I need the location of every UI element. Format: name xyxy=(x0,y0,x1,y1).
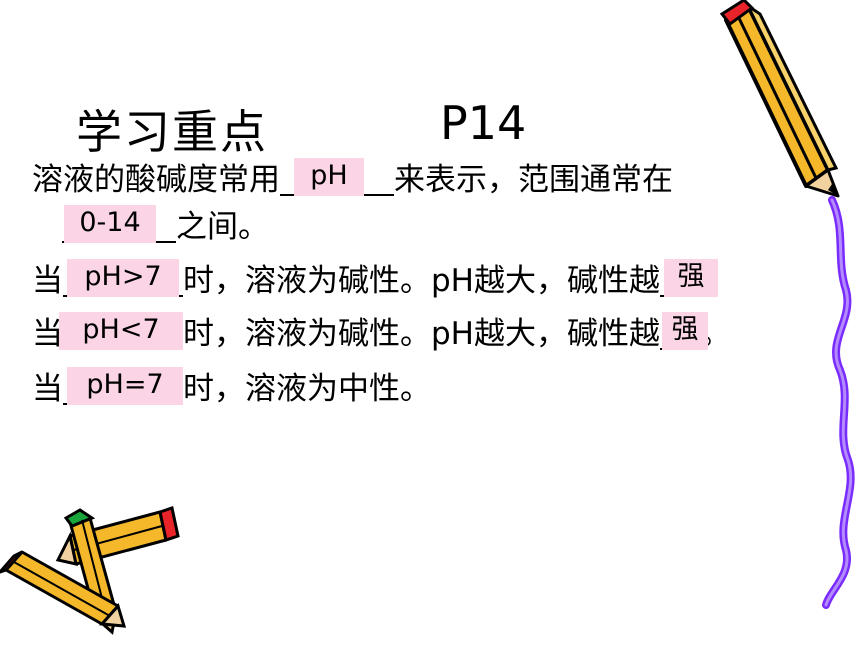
line-1-text-after: 来表示，范围通常在 xyxy=(394,162,673,198)
text-line-1: 溶液的酸碱度常用 pH 来表示，范围通常在 xyxy=(32,158,673,200)
line-2-text-after: 之间。 xyxy=(176,209,269,245)
answer-range: 0-14 xyxy=(64,205,156,243)
blank-5: pH<7 xyxy=(59,312,183,354)
slide-page-ref: P14 xyxy=(440,96,527,150)
blank-4: 强 xyxy=(660,259,718,301)
blank-1: pH xyxy=(280,158,394,200)
line-3-text-before: 当 xyxy=(32,263,63,299)
line-1-text-before: 溶液的酸碱度常用 xyxy=(32,162,280,198)
pencil-icon xyxy=(719,0,840,198)
answer-ph-eq-7: pH=7 xyxy=(67,367,183,405)
line-4-text-middle: 时，溶液为碱性。pH越大，碱性越 xyxy=(183,316,660,352)
line-5-text-after: 时，溶液为中性。 xyxy=(183,371,431,407)
answer-ph-lt-7: pH<7 xyxy=(59,312,183,350)
answer-strong: 强 xyxy=(664,259,718,297)
ribbon-decoration xyxy=(822,196,855,609)
line-4-text-before: 当 xyxy=(32,316,63,352)
blank-3: pH>7 xyxy=(63,259,183,301)
text-line-2: 0-14 之间。 xyxy=(62,205,269,247)
blank-7: pH=7 xyxy=(63,367,183,409)
blank-2: 0-14 xyxy=(62,205,176,247)
slide-title: 学习重点 xyxy=(76,105,268,159)
answer-ph-gt-7: pH>7 xyxy=(67,259,179,297)
line-3-text-middle: 时，溶液为碱性。pH越大，碱性越 xyxy=(183,263,660,299)
line-5-text-before: 当 xyxy=(32,371,63,407)
answer-strong: 强 xyxy=(662,312,708,350)
crossed-pencils-icon xyxy=(0,506,180,635)
answer-ph: pH xyxy=(294,158,364,196)
blank-6: 强 xyxy=(660,312,708,354)
